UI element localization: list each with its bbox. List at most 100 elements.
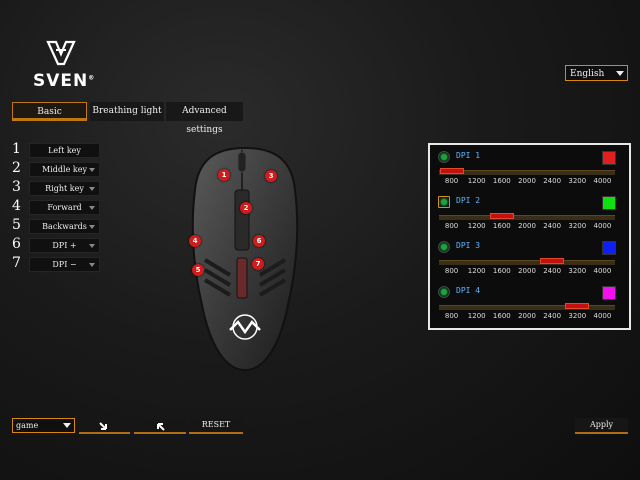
dpi-scale-tick-label: 800: [444, 177, 459, 185]
dpi-scale-tick-label: 4000: [593, 312, 612, 320]
key-assignment-label: Middle key: [42, 165, 87, 174]
tab-breathing-light[interactable]: Breathing light: [90, 102, 164, 121]
dpi-level-label: DPI 1: [456, 151, 481, 160]
key-assignment-label: DPI +: [52, 241, 77, 250]
chevron-down-icon: [89, 206, 95, 210]
key-assignment-button[interactable]: Middle key: [29, 162, 100, 177]
dpi-level-label: DPI 3: [456, 241, 481, 250]
radio-indicator-icon: [441, 154, 447, 160]
key-assignment-label: DPI −: [52, 260, 77, 269]
language-selected-value: English: [570, 69, 605, 79]
dpi-scale-tick-label: 2400: [543, 177, 562, 185]
dpi-radio-button[interactable]: [438, 241, 450, 253]
key-number: 2: [12, 160, 21, 176]
dpi-scale-tick-label: 2000: [518, 267, 536, 275]
import-button[interactable]: [79, 418, 130, 434]
dpi-scale-tick-label: 1200: [467, 222, 486, 230]
key-number: 7: [12, 255, 21, 271]
dpi-scale-tick-label: 2400: [543, 222, 562, 230]
key-assignment-button[interactable]: DPI +: [29, 238, 100, 253]
mouse-marker-3[interactable]: 3: [265, 170, 277, 182]
import-arrow-icon: [98, 422, 107, 430]
mouse-marker-4[interactable]: 4: [189, 235, 201, 247]
dpi-scale-tick-label: 1200: [467, 267, 486, 275]
dpi-slider-thumb[interactable]: [565, 303, 590, 309]
profile-selected-value: game: [16, 421, 39, 430]
dpi-scale-tick-label: 1600: [492, 267, 511, 275]
chevron-down-icon: [89, 187, 95, 191]
profile-select[interactable]: game: [12, 418, 75, 433]
dpi-scale-tick-label: 3200: [568, 222, 587, 230]
dpi-color-swatch[interactable]: [602, 286, 616, 300]
chevron-down-icon: [89, 263, 95, 267]
chevron-down-icon: [63, 423, 71, 428]
dpi-slider-track[interactable]: [439, 215, 615, 220]
dpi-scale-tick-label: 3200: [568, 267, 587, 275]
chevron-down-icon: [89, 225, 95, 229]
dpi-slider-track[interactable]: [439, 170, 615, 175]
dpi-scale-tick-label: 4000: [593, 177, 612, 185]
dpi-scale-tick-label: 2000: [518, 222, 536, 230]
key-assignment-button[interactable]: DPI −: [29, 257, 100, 272]
reset-button[interactable]: RESET: [189, 418, 243, 434]
dpi-scale-tick-label: 2000: [518, 312, 536, 320]
dpi-scale-tick-label: 1200: [467, 312, 486, 320]
dpi-level-row: DPI 3 800 1200 1600 2000 2400 3200 4000: [436, 238, 626, 278]
mouse-marker-5[interactable]: 5: [192, 264, 204, 276]
dpi-scale-tick-label: 3200: [568, 312, 587, 320]
tab-basic[interactable]: Basic: [12, 102, 87, 121]
dpi-color-swatch[interactable]: [602, 196, 616, 210]
key-assignment-label: Left key: [48, 146, 81, 155]
dpi-scale-tick-label: 800: [444, 222, 459, 230]
mouse-marker-7[interactable]: 7: [252, 258, 264, 270]
dpi-slider-thumb[interactable]: [489, 213, 514, 219]
key-number: 1: [12, 141, 21, 157]
radio-indicator-icon: [441, 289, 447, 295]
mouse-marker-6[interactable]: 6: [253, 235, 265, 247]
dpi-scale-tick-label: 1600: [492, 177, 511, 185]
dpi-radio-button[interactable]: [438, 151, 450, 163]
mouse-marker-1[interactable]: 1: [218, 169, 230, 181]
mouse-image: [191, 146, 299, 372]
chevron-down-icon: [89, 168, 95, 172]
key-assignment-button[interactable]: Forward: [29, 200, 100, 215]
dpi-radio-button[interactable]: [438, 196, 450, 208]
brand-logo-text: SVEN®: [33, 71, 96, 91]
dpi-slider-thumb[interactable]: [439, 168, 464, 174]
key-assignment-button[interactable]: Backwards: [29, 219, 100, 234]
mouse-marker-2[interactable]: 2: [240, 202, 252, 214]
dpi-scale-tick-label: 800: [444, 267, 459, 275]
chevron-down-icon: [616, 71, 624, 76]
dpi-slider-thumb[interactable]: [540, 258, 565, 264]
radio-indicator-icon: [441, 199, 447, 205]
apply-button[interactable]: Apply: [575, 418, 628, 434]
dpi-scale-tick-label: 2400: [543, 312, 562, 320]
dpi-level-label: DPI 2: [456, 196, 481, 205]
key-number: 4: [12, 198, 21, 214]
dpi-radio-button[interactable]: [438, 286, 450, 298]
dpi-slider-track[interactable]: [439, 260, 615, 265]
export-button[interactable]: [134, 418, 186, 434]
dpi-color-swatch[interactable]: [602, 151, 616, 165]
key-assignment-button[interactable]: Left key: [29, 143, 100, 158]
dpi-scale-tick-label: 800: [444, 312, 459, 320]
dpi-scale-tick-label: 1600: [492, 222, 511, 230]
chevron-down-icon: [89, 244, 95, 248]
dpi-scale-tick-label: 4000: [593, 267, 612, 275]
dpi-color-swatch[interactable]: [602, 241, 616, 255]
tab-advanced-settings[interactable]: Advanced settings: [166, 102, 243, 135]
dpi-scale-tick-label: 3200: [568, 177, 587, 185]
dpi-level-label: DPI 4: [456, 286, 481, 295]
key-assignment-button[interactable]: Right key: [29, 181, 100, 196]
key-assignment-label: Forward: [47, 203, 82, 212]
language-select[interactable]: English: [565, 65, 628, 81]
dpi-slider-track[interactable]: [439, 305, 615, 310]
dpi-scale-tick-label: 2400: [543, 267, 562, 275]
key-number: 6: [12, 236, 21, 252]
radio-indicator-icon: [441, 244, 447, 250]
dpi-scale-tick-label: 2000: [518, 177, 536, 185]
